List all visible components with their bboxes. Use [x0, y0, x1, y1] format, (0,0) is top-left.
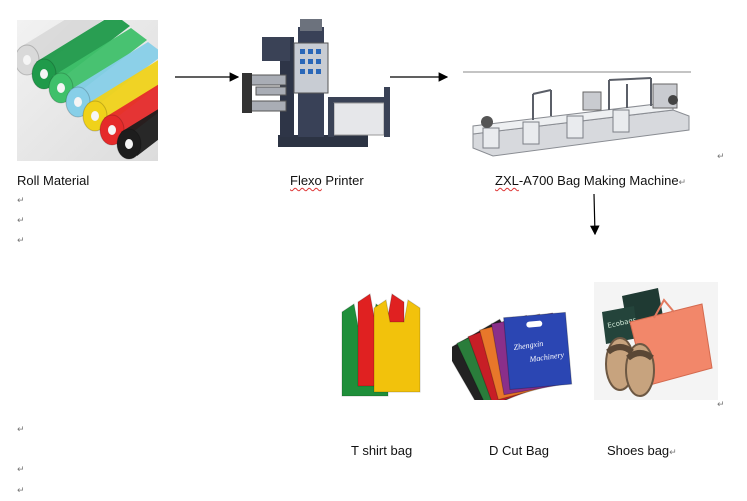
- fabric-roll: [31, 20, 130, 90]
- printer-word: Printer: [321, 173, 364, 188]
- shoes-bag-image: Ecobags: [594, 282, 718, 400]
- dcut-bag: [503, 311, 573, 391]
- arrow-machine-to-products: [589, 193, 600, 236]
- paragraph-mark: ↵: [717, 152, 725, 162]
- shoes-bag-label: Shoes bag↵: [607, 443, 677, 458]
- roll-material-label: Roll Material: [17, 173, 90, 188]
- flexo-printer-image: [238, 17, 402, 159]
- paragraph-mark: ↵: [17, 236, 25, 246]
- paragraph-mark: ↵: [17, 425, 25, 435]
- fabric-roll: [65, 42, 158, 118]
- fabric-roll: [82, 60, 158, 132]
- tshirt-bag: [373, 299, 421, 393]
- fabric-roll: [99, 84, 158, 146]
- tshirt-bag-label: T shirt bag: [351, 443, 413, 458]
- paragraph-mark: ↵: [17, 465, 25, 475]
- roll-material-image: [17, 20, 158, 161]
- bag-making-machine-label: ZXL-A700 Bag Making Machine↵: [495, 173, 686, 188]
- dcut-bag-image: Zhengxin Machinery: [452, 300, 582, 400]
- shoes-bag-text: Shoes bag: [607, 443, 670, 458]
- paragraph-mark: ↵: [678, 178, 687, 188]
- bag-making-machine-image: [463, 70, 693, 162]
- paragraph-mark: ↵: [717, 400, 725, 410]
- dcut-bag-label: D Cut Bag: [489, 443, 549, 458]
- dcut-print-line1: Zhengxin: [513, 339, 544, 352]
- paragraph-mark: ↵: [17, 216, 25, 226]
- flexo-printer-label: Flexo Printer: [290, 173, 364, 188]
- tshirt-bag-image: [340, 290, 440, 400]
- paragraph-mark: ↵: [17, 196, 25, 206]
- flexo-word: Flexo: [290, 173, 322, 188]
- machine-model: ZXL: [495, 173, 519, 188]
- paragraph-mark: ↵: [669, 448, 677, 458]
- fabric-roll: [116, 109, 158, 160]
- machine-name: -A700 Bag Making Machine: [518, 173, 679, 188]
- paragraph-mark: ↵: [17, 486, 25, 496]
- fabric-roll: [48, 28, 147, 104]
